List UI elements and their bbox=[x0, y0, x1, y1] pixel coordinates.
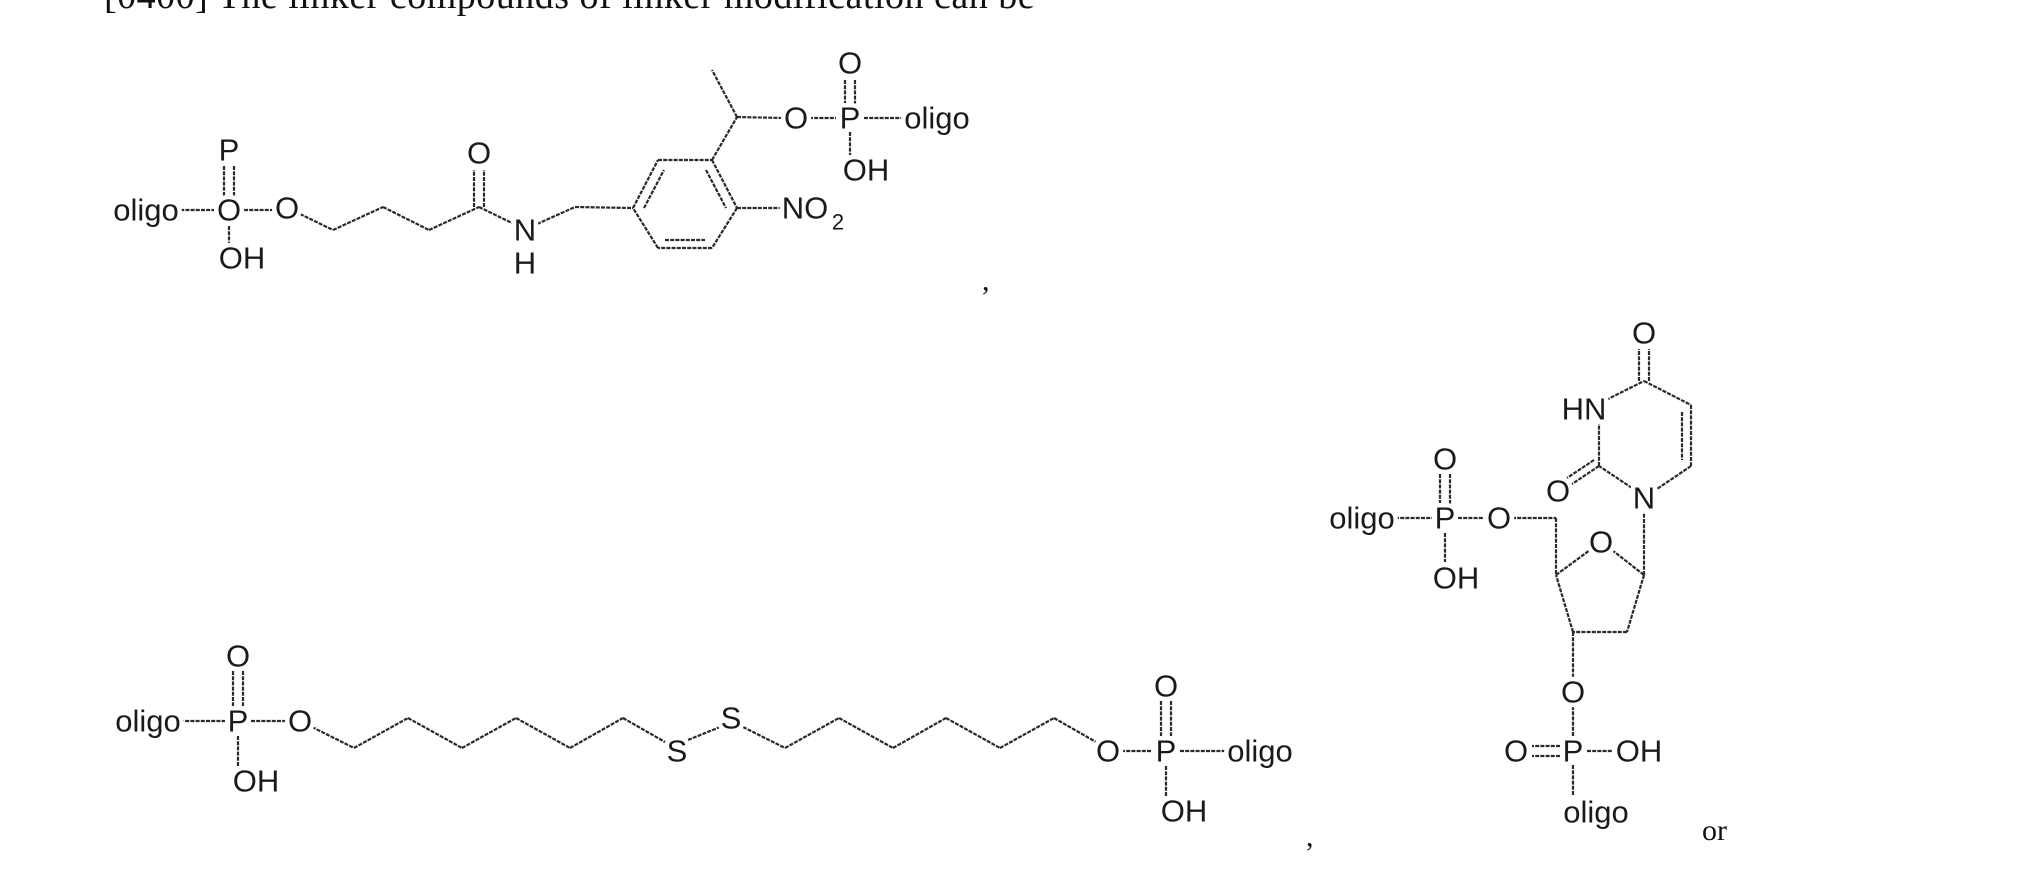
chemical-bond bbox=[633, 208, 658, 248]
chemical-bond bbox=[706, 170, 726, 208]
chemical-bond bbox=[333, 207, 383, 230]
chemical-bond bbox=[575, 207, 633, 208]
chemical-bond bbox=[712, 117, 737, 160]
atom-label: O bbox=[1504, 734, 1528, 769]
chemical-bond bbox=[785, 718, 839, 748]
chemical-bond bbox=[893, 718, 946, 748]
atom-label: 2 bbox=[832, 210, 844, 235]
atom-label: OH bbox=[843, 153, 890, 188]
atom-label: O bbox=[217, 193, 241, 228]
chemical-bond bbox=[688, 727, 720, 740]
comma-separator: , bbox=[1306, 820, 1314, 853]
atom-label: NO bbox=[782, 191, 829, 226]
atom-label: OH bbox=[1161, 794, 1208, 829]
atom-label: P bbox=[1156, 734, 1177, 769]
atom-label: O bbox=[1433, 442, 1457, 477]
atom-label: S bbox=[667, 734, 688, 769]
chemical-bond bbox=[537, 207, 575, 224]
bonds-layer bbox=[175, 70, 1691, 796]
chemical-bond bbox=[1054, 718, 1096, 742]
atom-label: H bbox=[514, 246, 536, 281]
comma-separator: , bbox=[982, 264, 990, 297]
chemical-bond bbox=[383, 207, 429, 230]
atom-label: oligo bbox=[115, 704, 181, 739]
atom-label: O bbox=[226, 639, 250, 674]
chemical-bond bbox=[644, 170, 664, 208]
atom-label: O bbox=[1096, 734, 1120, 769]
atom-label: OH bbox=[1616, 734, 1663, 769]
atom-label: OH bbox=[1433, 561, 1480, 596]
atom-label: P bbox=[1435, 501, 1456, 536]
atom-label: S bbox=[721, 701, 742, 736]
chemical-bond bbox=[1567, 460, 1594, 478]
chemical-bond bbox=[429, 207, 479, 230]
atom-label: OH bbox=[233, 764, 280, 799]
chemical-bond bbox=[479, 207, 514, 224]
chemical-bond bbox=[312, 727, 354, 748]
chemical-bond bbox=[737, 117, 783, 118]
atom-label: P bbox=[840, 101, 861, 136]
atom-label: O bbox=[275, 191, 299, 226]
chemical-bond bbox=[1612, 550, 1644, 575]
chemical-bond bbox=[408, 718, 462, 748]
chemical-bond bbox=[1556, 550, 1590, 575]
atom-label: O bbox=[288, 704, 312, 739]
atom-label: O bbox=[1589, 525, 1613, 560]
chemical-bond bbox=[1627, 575, 1644, 632]
chemical-bond bbox=[743, 727, 785, 748]
atom-label: P bbox=[1563, 734, 1584, 769]
chemical-bond bbox=[839, 718, 893, 748]
chemical-bond bbox=[1644, 381, 1691, 405]
chemical-bond bbox=[1599, 466, 1632, 488]
chemical-bond bbox=[946, 718, 1000, 748]
atom-label: oligo bbox=[1563, 795, 1629, 830]
chemical-bond bbox=[633, 160, 658, 208]
atom-label: HN bbox=[1562, 392, 1607, 427]
chemical-bond bbox=[712, 160, 737, 208]
atom-label: O bbox=[784, 101, 808, 136]
chemical-bond bbox=[462, 718, 516, 748]
chemical-bond bbox=[1572, 466, 1599, 484]
atom-label: N bbox=[514, 213, 536, 248]
chemical-bond bbox=[1606, 381, 1644, 400]
chemical-bond bbox=[354, 718, 408, 748]
atom-label: O bbox=[1487, 501, 1511, 536]
atom-label: N bbox=[1633, 481, 1655, 516]
atom-label: P bbox=[219, 133, 240, 168]
atom-label: oligo bbox=[1329, 501, 1395, 536]
atom-label: O bbox=[1154, 669, 1178, 704]
atom-label: P bbox=[228, 704, 249, 739]
chemical-bond bbox=[623, 718, 665, 742]
atom-labels-layer: oligoOPOHOONHNO2OPOOHoligooligoPOOHOSSOP… bbox=[113, 46, 1662, 830]
chemical-bond bbox=[1000, 718, 1054, 748]
chemical-bond bbox=[516, 718, 570, 748]
chemical-bond bbox=[712, 70, 737, 117]
chemical-bond bbox=[1657, 466, 1691, 489]
atom-label: O bbox=[838, 46, 862, 81]
conjunction-or: or bbox=[1702, 814, 1727, 847]
atom-label: O bbox=[1561, 675, 1585, 710]
atom-label: oligo bbox=[904, 101, 970, 136]
chemical-bond bbox=[1556, 575, 1573, 632]
atom-label: O bbox=[467, 136, 491, 171]
atom-label: oligo bbox=[113, 193, 179, 228]
atom-label: O bbox=[1546, 474, 1570, 509]
chemical-bond bbox=[570, 718, 623, 748]
atom-label: oligo bbox=[1227, 734, 1293, 769]
atom-label: O bbox=[1632, 316, 1656, 351]
chemical-bond bbox=[300, 214, 333, 230]
atom-label: OH bbox=[219, 241, 266, 276]
chemical-bond bbox=[712, 208, 737, 248]
